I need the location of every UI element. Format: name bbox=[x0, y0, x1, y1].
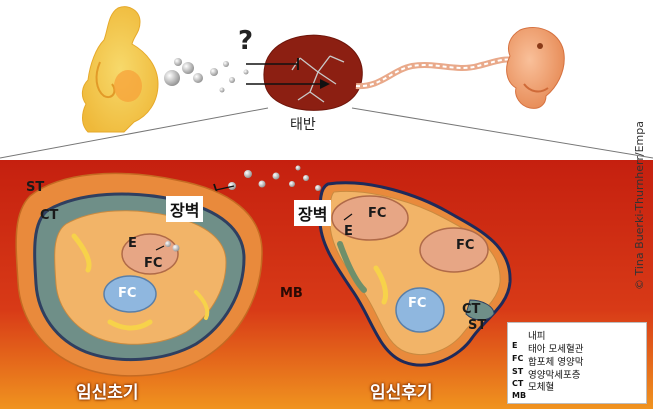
villus-early-fc1 bbox=[121, 233, 179, 275]
phase-early-label: 임신초기 bbox=[76, 383, 139, 403]
legend: 내피 E 태아 모세혈관 FC 합포체 영양막 ST 영양막세포층 CT 모체혈… bbox=[507, 322, 647, 404]
phase-late-label: 임신후기 bbox=[370, 383, 433, 403]
villus-early bbox=[15, 172, 263, 377]
legend-key-4: CT bbox=[512, 379, 524, 388]
villus-late-fc2 bbox=[419, 227, 489, 273]
late-ct-label: CT bbox=[462, 302, 481, 317]
fetus-eye bbox=[537, 43, 543, 49]
late-e-label: E bbox=[344, 224, 353, 239]
villus-late-cell-green bbox=[337, 241, 367, 293]
legend-key-5: MB bbox=[512, 391, 527, 400]
pregnant-woman bbox=[81, 6, 159, 133]
early-st-label: ST bbox=[26, 180, 45, 195]
legend-key-1: E bbox=[512, 341, 518, 350]
late-fc3-label: FC bbox=[408, 296, 427, 311]
nanoparticles-top bbox=[164, 58, 249, 93]
villus-early-cell-yellow3 bbox=[194, 290, 210, 320]
inhibit-arrow-lower bbox=[215, 185, 235, 191]
zoom-line-left bbox=[0, 107, 269, 159]
legend-key-3: ST bbox=[512, 367, 524, 376]
question-mark: ? bbox=[238, 26, 254, 56]
pass-arrowhead bbox=[320, 79, 330, 89]
villus-early-cell-yellow2 bbox=[107, 319, 153, 331]
early-fc2-label: FC bbox=[118, 286, 137, 301]
villus-late-fc1 bbox=[331, 195, 409, 241]
woman-arm bbox=[95, 61, 116, 98]
villus-late-ct-patch bbox=[465, 299, 495, 321]
legend-label-4: 모체혈 bbox=[528, 382, 555, 393]
early-ct-label: CT bbox=[40, 208, 59, 223]
villus-early-fc2 bbox=[103, 275, 157, 313]
legend-label-2: 합포체 영양막 bbox=[528, 357, 584, 368]
legend-label-3: 영양막세포층 bbox=[528, 370, 581, 381]
wall-label-early: 장벽 bbox=[166, 196, 204, 222]
late-st-label: ST bbox=[468, 318, 487, 333]
wall-label-late: 장벽 bbox=[294, 200, 332, 226]
inhibit-late-e bbox=[343, 213, 353, 221]
villus-early-cell-yellow1 bbox=[71, 233, 92, 273]
late-fc2-label: FC bbox=[456, 238, 475, 253]
placenta-label: 태반 bbox=[290, 117, 316, 133]
fetus-limb bbox=[523, 83, 549, 93]
early-fc1-label: FC bbox=[144, 256, 163, 271]
legend-key-2: FC bbox=[512, 354, 524, 363]
umbilical-cord-inner bbox=[355, 58, 513, 88]
villus-late-fc3 bbox=[395, 287, 445, 333]
woman-belly-glow bbox=[114, 70, 142, 102]
legend-label-1: 태아 모세혈관 bbox=[528, 344, 584, 355]
villus-late bbox=[318, 181, 512, 367]
late-fc1-label: FC bbox=[368, 206, 387, 221]
placenta-organ bbox=[263, 34, 363, 111]
nanoparticles-bottom bbox=[228, 165, 321, 191]
early-e-label: E bbox=[128, 236, 137, 251]
villus-late-cell-yellow bbox=[373, 265, 389, 305]
inhibit-early-fc bbox=[155, 245, 165, 251]
zoom-line-right bbox=[351, 107, 653, 159]
image-credit: © Tina Buerki-Thurnherr/Empa bbox=[633, 121, 646, 290]
mb-label: MB bbox=[280, 286, 303, 301]
fetus bbox=[506, 26, 565, 109]
legend-label-0: 내피 bbox=[528, 331, 546, 342]
